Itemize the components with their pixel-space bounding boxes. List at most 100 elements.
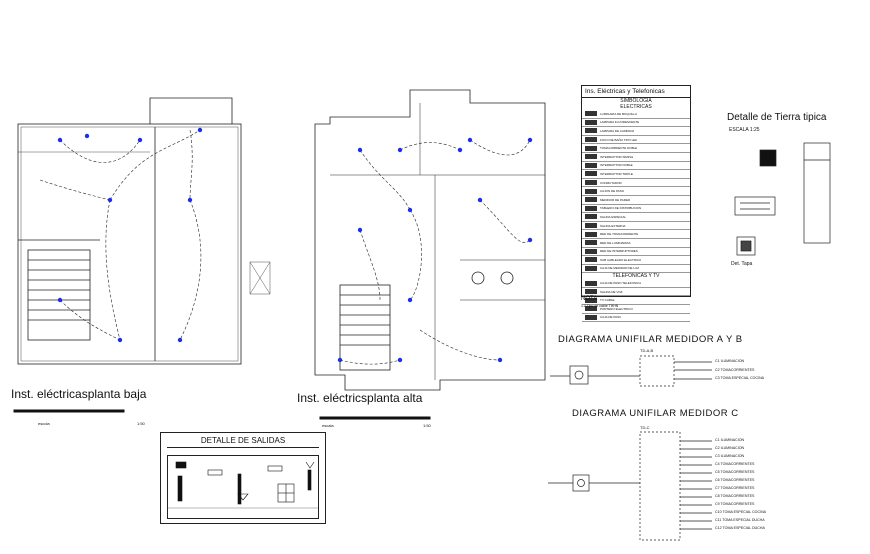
detalle-salidas-drawing xyxy=(167,455,319,519)
legend-item-label: LAMPARA FLUORESCENTE xyxy=(600,120,640,125)
legend-item: SALIDA EXTERNA xyxy=(582,222,690,231)
legend-item-label: CAJON DE PASO xyxy=(600,189,625,194)
ground-scale-label: escola xyxy=(38,421,50,426)
diagram-c-td: TD-C xyxy=(640,425,650,430)
legend-item-label: RED DE INTERRUPTORES xyxy=(600,249,638,254)
legend-symbol-icon xyxy=(585,111,597,117)
legend-symbol-icon xyxy=(585,231,597,237)
circuit-label: C6 TOMACORRIENTES xyxy=(715,478,755,482)
legend-item: CAJA DE MEDIDOR DE LUZ xyxy=(582,265,690,274)
legend-item-label: CONMUTADOR xyxy=(600,180,622,185)
legend-item: FOCO DE BAÑO TIPO LED xyxy=(582,136,690,145)
legend-item-label: SALIDA EXTERNA xyxy=(600,223,626,228)
note-text: 1.2 Tipo de cable THHN xyxy=(581,304,619,308)
legend-header: Ins. Eléctricas y Telefonicas xyxy=(582,86,690,98)
circuit-label: C4 TOMACORRIENTES xyxy=(715,462,755,466)
circuit-label: C7 TOMACORRIENTES xyxy=(715,486,755,490)
legend-tel-item: CAJA DE PASO xyxy=(582,314,690,323)
legend-symbol-icon xyxy=(585,119,597,125)
legend-telephone: TELEFONICAS Y TV xyxy=(612,273,660,280)
circuit-label: C2 TOMACORRIENTES xyxy=(715,367,755,372)
legend-symbol-icon xyxy=(585,265,597,271)
legend-symbol-icon xyxy=(585,240,597,246)
legend-tel-item-label: TV CABLE xyxy=(600,298,615,303)
legend-item: INTERRUPTOR DOBLE xyxy=(582,162,690,171)
legend-item: LAMPARA DE CAMPANA xyxy=(582,127,690,136)
diagram-c-title: DIAGRAMA UNIFILAR MEDIDOR C xyxy=(572,408,739,419)
legend-item-label: SUB CABLEADO ELECTRICO xyxy=(600,257,642,262)
upper-scale-label: escala xyxy=(322,423,334,428)
legend-item: RED DE LUMINARIAS xyxy=(582,239,690,248)
legend-symbol-icon xyxy=(585,128,597,134)
legend-tel-item-label: SALIDA DE VOZ xyxy=(600,289,623,294)
legend-symbol-icon xyxy=(585,280,597,286)
tierra-scale: ESCALA 1:25 xyxy=(729,127,760,133)
detalle-salidas-panel: DETALLE DE SALIDAS xyxy=(160,432,326,524)
legend-items: LUMINARIA DE BOQUILLA LAMPARA FLUORESCENT… xyxy=(582,110,690,274)
legend-symbol-icon xyxy=(585,180,597,186)
circuit-label: C2 ILUMINACION xyxy=(715,446,745,450)
legend-item: INTERRUPTOR TRIPLE xyxy=(582,170,690,179)
legend-symbol-icon xyxy=(585,214,597,220)
legend-symbol-icon xyxy=(585,154,597,160)
circuit-label: C1 ILUMINACION xyxy=(715,359,745,363)
circuit-label: C3 TOMA ESPECIAL COCINA xyxy=(715,376,765,380)
legend-tel-item: TV CABLE xyxy=(582,296,690,306)
legend-item: RED DE INTERRUPTORES xyxy=(582,248,690,257)
legend-item: CONMUTADOR xyxy=(582,179,690,188)
legend-symbol-icon xyxy=(585,197,597,203)
legend-item: MEDIDOR DE PARED xyxy=(582,196,690,205)
circuit-label: C5 TOMACORRIENTES xyxy=(715,470,755,474)
legend-item: RED DE TOMACORRIENTE xyxy=(582,230,690,239)
legend-item: LAMPARA FLUORESCENTE xyxy=(582,119,690,128)
legend-tel-item-label: PORTERO ELECTRICO xyxy=(600,306,633,311)
legend-item-label: INTERRUPTOR TRIPLE xyxy=(600,171,633,176)
legend-symbol-icon xyxy=(585,257,597,263)
legend-tel-item: CAJA DE PASO TELEFONICA xyxy=(582,279,690,288)
legend-symbol-icon xyxy=(585,188,597,194)
circuit-label: C11 TOMA ESPECIAL DUCHA xyxy=(715,518,765,522)
legend-item-label: TABLERO DE DISTRIBUCION xyxy=(600,206,642,211)
upper-scale-value: 1:50 xyxy=(423,423,431,428)
diagram-ab-td: TD-A,B xyxy=(640,348,654,353)
detalle-salidas-title: DETALLE DE SALIDAS xyxy=(167,436,319,448)
upper-plan-title: Inst. eléctricsplanta alta xyxy=(297,391,423,405)
legend-item: SUB CABLEADO ELECTRICO xyxy=(582,256,690,265)
legend-symbol-icon xyxy=(585,171,597,177)
legend-tel-item-label: CAJA DE PASO TELEFONICA xyxy=(600,281,642,286)
legend-item: LUMINARIA DE BOQUILLA xyxy=(582,110,690,119)
legend-tel-item-label: CAJA DE PASO xyxy=(600,315,622,320)
legend-item-label: LAMPARA DE CAMPANA xyxy=(600,128,635,133)
salidas-symbols xyxy=(168,461,318,509)
legend-symbol-icon xyxy=(585,248,597,254)
legend-item-label: FOCO DE BAÑO TIPO LED xyxy=(600,137,638,142)
legend-symbol-icon xyxy=(585,145,597,151)
legend-item-label: LUMINARIA DE BOQUILLA xyxy=(600,111,638,116)
legend-item: TOMACORRIENTE DOBLE xyxy=(582,144,690,153)
legend-item-label: RED DE TOMACORRIENTE xyxy=(600,232,639,237)
legend-item-label: INTERRUPTOR SIMPLE xyxy=(600,154,634,159)
circuit-label: C10 TOMA ESPECIAL COCINA xyxy=(715,510,767,514)
note-title: NOTA xyxy=(581,296,598,302)
legend-symbology: SIMBOLOGIA xyxy=(620,98,652,104)
tierra-title: Detalle de Tierra tipica xyxy=(727,112,827,123)
legend-symbol-icon xyxy=(585,306,597,312)
legend-symbol-icon xyxy=(585,205,597,211)
circuit-label: C12 TOMA ESPECIAL DUCHA xyxy=(715,526,765,530)
legend-item-label: RED DE LUMINARIAS xyxy=(600,240,631,245)
legend-electric: ELECTRICAS xyxy=(620,104,652,110)
diagram-ab-title: DIAGRAMA UNIFILAR MEDIDOR A Y B xyxy=(558,334,743,345)
legend-item: INTERRUPTOR SIMPLE xyxy=(582,153,690,162)
legend-symbol-icon xyxy=(585,289,597,295)
legend-symbol-icon xyxy=(585,223,597,229)
ground-scale-value: 1:50 xyxy=(137,421,145,426)
legend-symbol-icon xyxy=(585,297,597,303)
ground-plan-title: Inst. eléctricasplanta baja xyxy=(11,387,147,401)
legend-item-label: SALIDA ESPECIAL xyxy=(600,214,627,219)
legend-item: SALIDA ESPECIAL xyxy=(582,213,690,222)
legend-item-label: MEDIDOR DE PARED xyxy=(600,197,631,202)
circuit-label: C9 TOMACORRIENTES xyxy=(715,502,755,506)
legend-tel-item: PORTERO ELECTRICO xyxy=(582,305,690,314)
legend-item-label: TOMACORRIENTE DOBLE xyxy=(600,146,638,151)
